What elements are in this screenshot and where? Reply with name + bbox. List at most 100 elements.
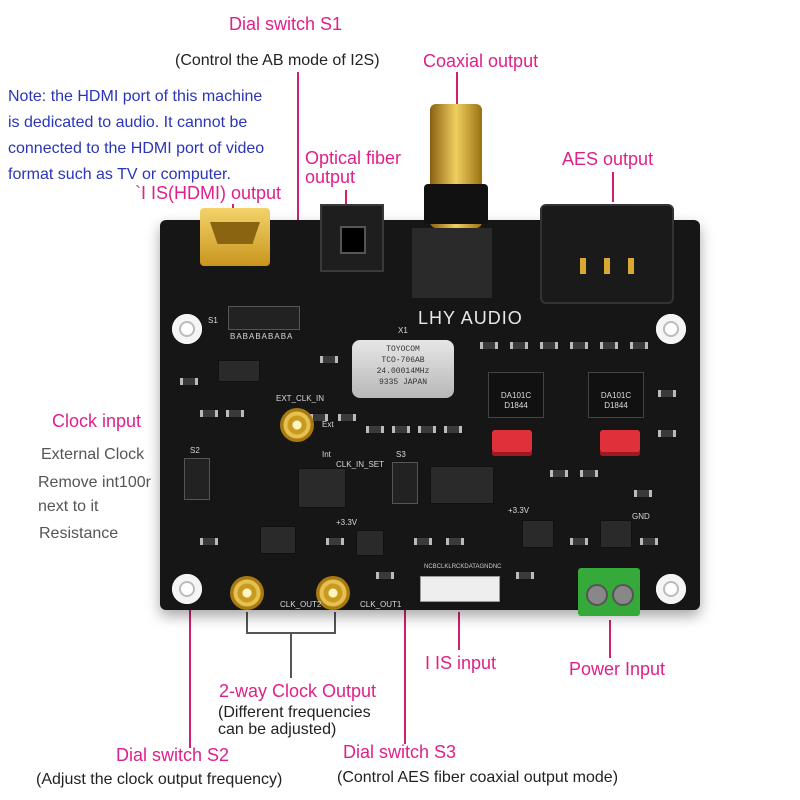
hdmi-port xyxy=(200,208,270,266)
optical-port xyxy=(320,204,384,272)
silk-clk-in-set: CLK_IN_SET xyxy=(336,460,385,469)
silk-ext: Ext xyxy=(322,420,334,429)
smd-component xyxy=(200,410,218,417)
ic-chip xyxy=(260,526,296,554)
chip-line: D1844 xyxy=(504,401,528,410)
optical-line1: Optical fiber xyxy=(305,148,402,168)
aes-leader-line xyxy=(612,172,614,202)
crystal-oscillator: TOYOCOM TCO-706AB 24.00014MHz 9335 JAPAN xyxy=(352,340,454,398)
optical-port-opening xyxy=(340,226,366,254)
clock-input-label: Clock input xyxy=(52,411,142,431)
header-pin-label: NC xyxy=(424,564,433,570)
smd-component xyxy=(570,538,588,545)
smd-component xyxy=(320,356,338,363)
dial-switch-s2-label: Dial switch S2 xyxy=(116,745,230,765)
ic-chip xyxy=(356,530,384,556)
smd-component xyxy=(446,538,464,545)
two-way-desc-2: can be adjusted) xyxy=(218,721,337,738)
crystal-line: TCO-706AB xyxy=(381,356,425,365)
dial-switch-s3-label: Dial switch S3 xyxy=(343,742,457,762)
ic-chip xyxy=(430,466,494,504)
silk-3v3: +3.3V xyxy=(508,506,530,515)
pcb-board: S1 BABABABABA LHY AUDIO X1 TOYOCOM TCO-7… xyxy=(160,104,700,616)
smd-component xyxy=(392,426,410,433)
silk-gnd: GND xyxy=(632,512,650,521)
smd-component xyxy=(200,538,218,545)
clk-out1-sma-connector[interactable] xyxy=(316,576,350,610)
silk-clk-out1: CLK_OUT1 xyxy=(360,600,402,609)
smd-component xyxy=(516,572,534,579)
s2-leader-line xyxy=(189,500,191,748)
smd-component xyxy=(480,342,498,349)
power-terminal-block[interactable] xyxy=(578,568,640,616)
optical-line2: output xyxy=(305,167,356,187)
dip-switch-s2[interactable] xyxy=(184,458,210,500)
iis-input-header[interactable] xyxy=(420,576,500,602)
coaxial-jack-base xyxy=(412,228,492,298)
smd-component xyxy=(640,538,658,545)
header-pin-label: GND xyxy=(479,564,493,570)
transformer-right: DA101C D1844 xyxy=(588,372,644,418)
smd-component xyxy=(444,426,462,433)
smd-component xyxy=(658,430,676,437)
clk-out2-bracket xyxy=(246,612,248,634)
note-line: connected to the HDMI port of video xyxy=(8,140,265,157)
transformer-left: DA101C D1844 xyxy=(488,372,544,418)
silk-s1: S1 xyxy=(208,316,218,325)
terminal-screw xyxy=(586,584,608,606)
coaxial-leader-line xyxy=(456,72,458,112)
two-way-desc-1: (Different frequencies xyxy=(218,704,371,721)
note-line: format such as TV or computer. xyxy=(8,166,231,183)
clk-out2-sma-connector[interactable] xyxy=(230,576,264,610)
iis-hdmi-output-label: `I IS(HDMI) output xyxy=(135,183,282,203)
clock-input-sma-connector[interactable] xyxy=(280,408,314,442)
crystal-line: 9335 JAPAN xyxy=(378,378,427,387)
mounting-hole xyxy=(656,574,686,604)
ext-clock-line: Resistance xyxy=(39,525,119,542)
dial-switch-s1-desc: (Control the AB mode of I2S) xyxy=(175,52,380,69)
dip-switch-s1[interactable] xyxy=(228,306,300,330)
clk-out1-bracket xyxy=(334,612,336,634)
dip-switch-s3[interactable] xyxy=(392,462,418,504)
smd-component xyxy=(600,342,618,349)
s3-leader-line xyxy=(404,500,406,744)
dial-switch-s2-desc: (Adjust the clock output frequency) xyxy=(36,771,283,788)
mounting-hole xyxy=(656,314,686,344)
crystal-line: 24.00014MHz xyxy=(376,367,430,376)
silk-s2: S2 xyxy=(190,446,200,455)
xlr-pin xyxy=(580,258,586,274)
terminal-screw xyxy=(612,584,634,606)
header-pin-label: DATA xyxy=(464,564,480,570)
smd-component xyxy=(658,390,676,397)
ic-chip xyxy=(522,520,554,548)
smd-component xyxy=(540,342,558,349)
bracket-stem xyxy=(290,632,292,678)
silk-ext-clk-in: EXT_CLK_IN xyxy=(276,394,325,403)
dial-switch-s1-label: Dial switch S1 xyxy=(229,14,343,34)
coaxial-nut xyxy=(424,184,488,224)
hdmi-note: Note: the HDMI port of this machine is d… xyxy=(8,84,308,188)
power-leader-line xyxy=(609,620,611,658)
smd-component xyxy=(418,426,436,433)
two-way-clock-output-label: 2-way Clock Output xyxy=(219,681,377,701)
smd-component xyxy=(580,470,598,477)
smd-component xyxy=(630,342,648,349)
smd-component xyxy=(634,490,652,497)
xlr-pin xyxy=(604,258,610,274)
silk-3v3: +3.3V xyxy=(336,518,358,527)
chip-line: D1844 xyxy=(604,401,628,410)
iis-input-label: I IS input xyxy=(425,653,497,673)
ext-clock-line: next to it xyxy=(38,498,99,515)
coaxial-output-label: Coaxial output xyxy=(423,51,539,71)
chip-line: DA101C xyxy=(500,391,532,400)
s1-leader-line xyxy=(297,72,299,304)
silk-x1: X1 xyxy=(398,326,408,335)
header-pin-label: BCLK xyxy=(432,564,449,570)
ext-clock-line: External Clock xyxy=(41,446,145,463)
mounting-hole xyxy=(172,574,202,604)
header-pin-labels: NC BCLK LRCK DATA GND NC xyxy=(424,564,502,572)
header-pin-label: NC xyxy=(492,564,502,570)
mounting-hole xyxy=(172,314,202,344)
chip-line: DA101C xyxy=(600,391,632,400)
dial-switch-s3-desc: (Control AES fiber coaxial output mode) xyxy=(337,769,619,786)
